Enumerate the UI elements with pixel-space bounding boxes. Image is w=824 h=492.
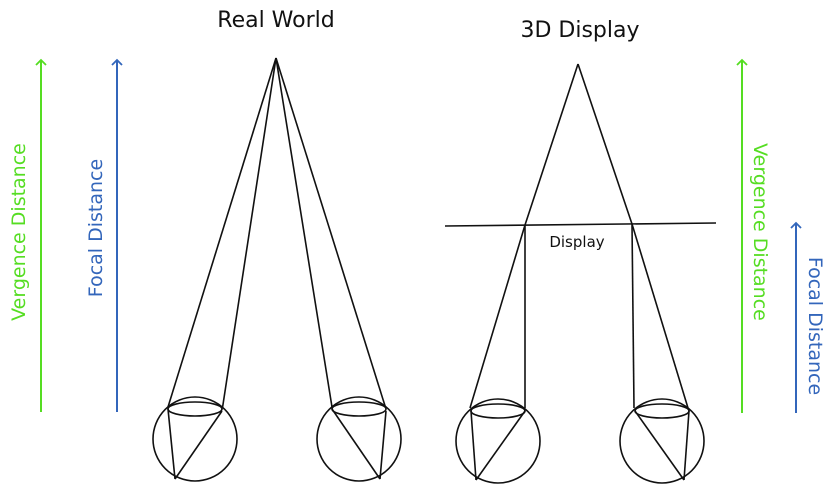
real-world-right-eye <box>317 397 401 481</box>
right-focal-distance-label: Focal Distance <box>804 257 824 395</box>
left-focal-distance-label: Focal Distance <box>85 159 107 297</box>
left-vergence-distance-label: Vergence Distance <box>8 143 30 321</box>
right-vergence-distance-label: Vergence Distance <box>749 143 771 321</box>
3d-display-right-eye <box>620 399 704 483</box>
3d-display-left-eye <box>456 399 540 483</box>
3d-display-title: 3D Display <box>520 18 639 43</box>
display-plane-label: Display <box>549 233 604 251</box>
display-plane-line <box>445 223 716 226</box>
real-world-left-eye <box>153 397 237 481</box>
real-world-sight-lines <box>168 58 386 411</box>
real-world-title: Real World <box>217 8 334 33</box>
